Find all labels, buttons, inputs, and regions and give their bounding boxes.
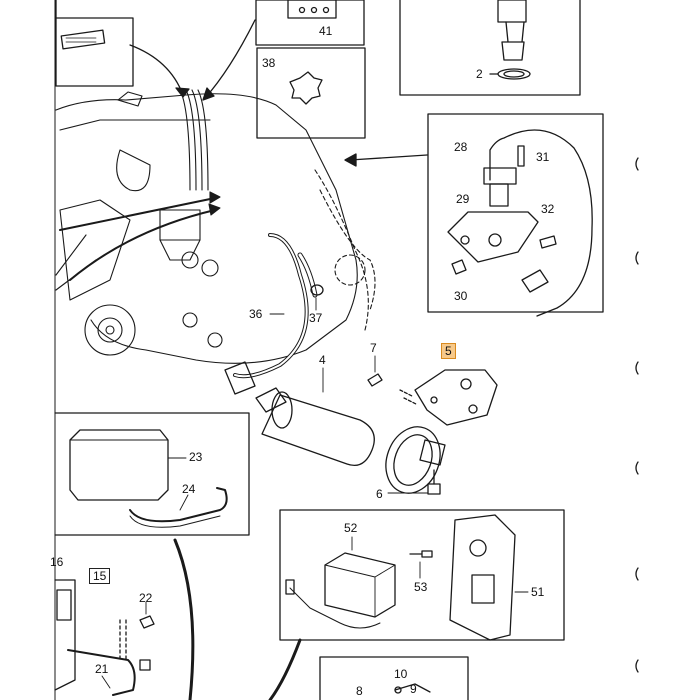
part-label-24: 24 (182, 482, 196, 496)
arrow-connector-to-engine (129, 44, 184, 96)
sensor-inset-box (427, 113, 604, 317)
part-label-36: 36 (249, 307, 263, 321)
part-label-31: 31 (536, 150, 550, 164)
margin-mark (635, 361, 639, 375)
coil-bracket-5 (385, 369, 498, 494)
part-8-inset-box (319, 656, 469, 700)
connector-inset-box (55, 0, 134, 87)
ht-cable-36 (224, 233, 309, 395)
arrow-sensor-box (349, 154, 428, 161)
screw-7 (367, 355, 383, 387)
part-label-15: 15 (89, 568, 111, 584)
part-label-4: 4 (319, 353, 326, 367)
margin-mark (635, 251, 639, 265)
control-unit-inset-box (54, 412, 250, 536)
part-label-53: 53 (414, 580, 428, 594)
part-38-inset-box (256, 47, 366, 139)
part-label-30: 30 (454, 289, 468, 303)
part-label-8: 8 (356, 684, 363, 698)
part-label-37: 37 (309, 311, 323, 325)
margin-mark (635, 461, 639, 475)
part-label-9: 9 (410, 682, 417, 696)
part-label-7: 7 (370, 341, 377, 355)
part-label-2: 2 (476, 67, 483, 81)
part-label-51: 51 (531, 585, 545, 599)
bottom-left-bracket-group (54, 579, 155, 696)
margin-mark (635, 659, 639, 673)
module-inset-box (279, 509, 565, 641)
part-label-10: 10 (394, 667, 408, 681)
part-label-38: 38 (262, 56, 276, 70)
part-label-28: 28 (454, 140, 468, 154)
margin-mark (635, 567, 639, 581)
part-label-52: 52 (344, 521, 358, 535)
part-label-32: 32 (541, 202, 555, 216)
part-label-5-highlighted[interactable]: 5 (441, 343, 456, 359)
part-label-16: 16 (50, 555, 64, 569)
part-label-23: 23 (189, 450, 203, 464)
part-label-29: 29 (456, 192, 470, 206)
wiring-harness-line-right (268, 638, 302, 700)
part-label-22: 22 (139, 591, 153, 605)
part-label-21: 21 (95, 662, 109, 676)
part-label-6: 6 (376, 487, 383, 501)
bolt-6 (387, 469, 441, 495)
arrow-41-to-engine (204, 19, 256, 99)
engine-block-illustration (55, 89, 376, 364)
part-2-inset-box (399, 0, 581, 96)
ignition-coil-4 (255, 367, 375, 467)
part-41-inset-box (255, 0, 365, 46)
wiring-harness-line (173, 538, 195, 700)
part-label-41: 41 (319, 24, 333, 38)
hose-37 (297, 252, 324, 298)
margin-mark (635, 157, 639, 171)
